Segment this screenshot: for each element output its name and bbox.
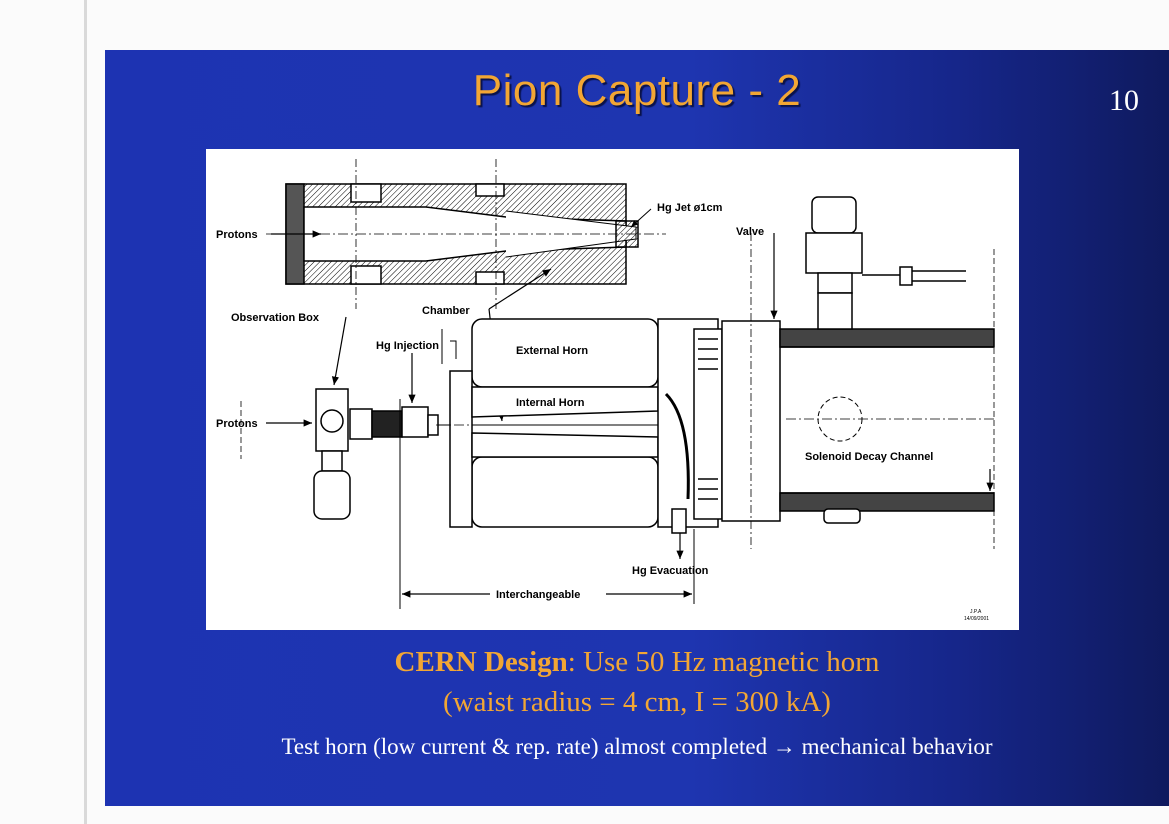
label-protons-top: Protons: [216, 229, 258, 241]
valve-assembly: [693, 233, 781, 549]
label-chamber: Chamber: [422, 305, 470, 317]
label-solenoid: Solenoid Decay Channel: [805, 451, 933, 463]
scan-edge: [84, 0, 87, 824]
signature-date: 14/09/2001: [964, 616, 989, 622]
magnetic-horn: [436, 318, 719, 604]
caption-rest: : Use 50 Hz magnetic horn: [567, 646, 880, 678]
label-interchangeable: Interchangeable: [496, 589, 580, 601]
slide-number: 10: [1109, 84, 1139, 117]
label-hg-injection: Hg Injection: [376, 340, 439, 352]
signature-initials: J.P.A: [970, 609, 982, 615]
caption-line-2: (waist radius = 4 cm, I = 300 kA): [443, 686, 831, 718]
label-hg-jet: Hg Jet ø1cm: [657, 202, 723, 214]
slide-title: Pion Capture - 2: [472, 66, 802, 115]
label-valve: Valve: [736, 226, 764, 238]
target-detail: [266, 159, 666, 309]
caption-bold: CERN Design: [394, 646, 568, 678]
interchangeable-dimension: [402, 329, 692, 598]
caption-line-3: Test horn (low current & rep. rate) almo…: [281, 734, 993, 759]
slide: Pion Capture - 2 10: [105, 50, 1169, 806]
observation-box: [240, 316, 666, 609]
caption-line-1: CERN Design: Use 50 Hz magnetic horn: [105, 646, 1169, 679]
solenoid-channel: [770, 196, 995, 549]
drawing-svg: Protons Hg Jet ø1cm Valve Chamber Observ…: [216, 159, 995, 622]
label-observation-box: Observation Box: [231, 312, 320, 324]
engineering-drawing: Protons Hg Jet ø1cm Valve Chamber Observ…: [206, 149, 1019, 630]
label-internal-horn: Internal Horn: [516, 397, 585, 409]
label-external-horn: External Horn: [516, 345, 588, 357]
label-hg-evacuation: Hg Evacuation: [632, 565, 709, 577]
label-protons-bottom: Protons: [216, 418, 258, 430]
